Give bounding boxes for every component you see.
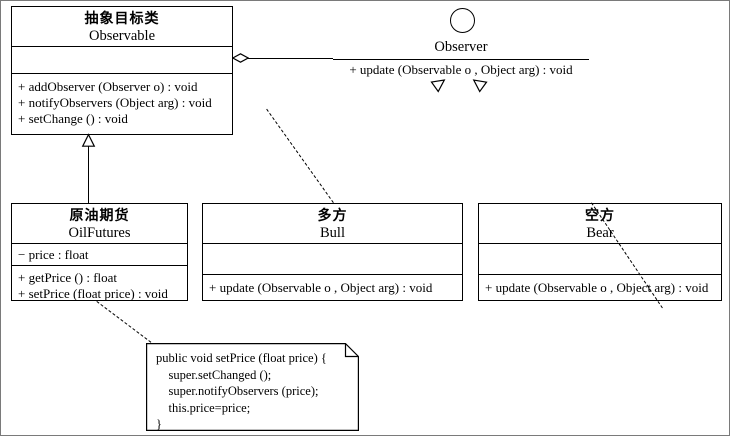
class-methods-bear: + update (Observable o , Object arg) : v… [479, 274, 721, 302]
class-cn-name-bull: 多方 [317, 208, 348, 224]
class-attributes-observable [12, 46, 232, 73]
method-item: + notifyObservers (Object arg) : void [18, 95, 212, 110]
generalization-line-oilfutures-observable [88, 146, 89, 203]
class-methods-oilfutures: + getPrice () : float + setPrice (float … [12, 265, 187, 302]
method-item: + getPrice () : float [18, 270, 118, 285]
method-item: + update (Observable o , Object arg) : v… [485, 280, 709, 295]
method-item: + setChange () : void [18, 111, 128, 126]
class-methods-observable: + addObserver (Observer o) : void + noti… [12, 73, 232, 135]
realization-arrowhead-bear-icon [469, 74, 488, 93]
note-shape [146, 343, 359, 431]
realization-line-bull-observer [266, 108, 334, 203]
interface-separator-line [333, 59, 589, 60]
class-name-bull: 多方 Bull [203, 204, 462, 243]
class-attributes-bear [479, 243, 721, 274]
class-name-bear: 空方 Bear [479, 204, 721, 243]
interface-method-update: + update (Observable o , Object arg) : v… [349, 62, 573, 77]
method-item: + update (Observable o , Object arg) : v… [209, 280, 433, 295]
class-attributes-bull [203, 243, 462, 274]
class-en-name-bull: Bull [320, 225, 345, 241]
note-box-setprice-code[interactable]: public void setPrice (float price) { sup… [146, 343, 359, 431]
class-en-name-observable: Observable [88, 28, 156, 44]
class-methods-bull: + update (Observable o , Object arg) : v… [203, 274, 462, 302]
class-name-observable: 抽象目标类 Observable [12, 7, 232, 46]
class-box-oilfutures[interactable]: 原油期货 OilFutures − price : float + getPri… [11, 203, 188, 301]
aggregation-diamond-icon [232, 53, 249, 63]
method-item: + setPrice (float price) : void [18, 286, 168, 301]
class-cn-name-observable: 抽象目标类 [84, 11, 160, 27]
attribute-item: − price : float [18, 247, 89, 262]
class-en-name-bear: Bear [586, 225, 614, 241]
class-en-name-oilfutures: OilFutures [68, 225, 131, 241]
class-cn-name-oilfutures: 原油期货 [69, 208, 130, 224]
class-box-observable[interactable]: 抽象目标类 Observable + addObserver (Observer… [11, 6, 233, 135]
class-cn-name-bear: 空方 [585, 208, 615, 224]
realization-arrowhead-bull-icon [430, 74, 448, 93]
class-attributes-oilfutures: − price : float [12, 243, 187, 265]
method-item: + addObserver (Observer o) : void [18, 79, 198, 94]
note-code-text: public void setPrice (float price) { sup… [156, 351, 327, 431]
class-name-oilfutures: 原油期货 OilFutures [12, 204, 187, 243]
class-box-bear[interactable]: 空方 Bear + update (Observable o , Object … [478, 203, 722, 301]
class-box-bull[interactable]: 多方 Bull + update (Observable o , Object … [202, 203, 463, 301]
note-anchor-line [96, 301, 160, 349]
interface-circle-icon [450, 8, 475, 33]
interface-name-observer: Observer [434, 39, 488, 55]
aggregation-line-observable-observer [248, 58, 333, 59]
